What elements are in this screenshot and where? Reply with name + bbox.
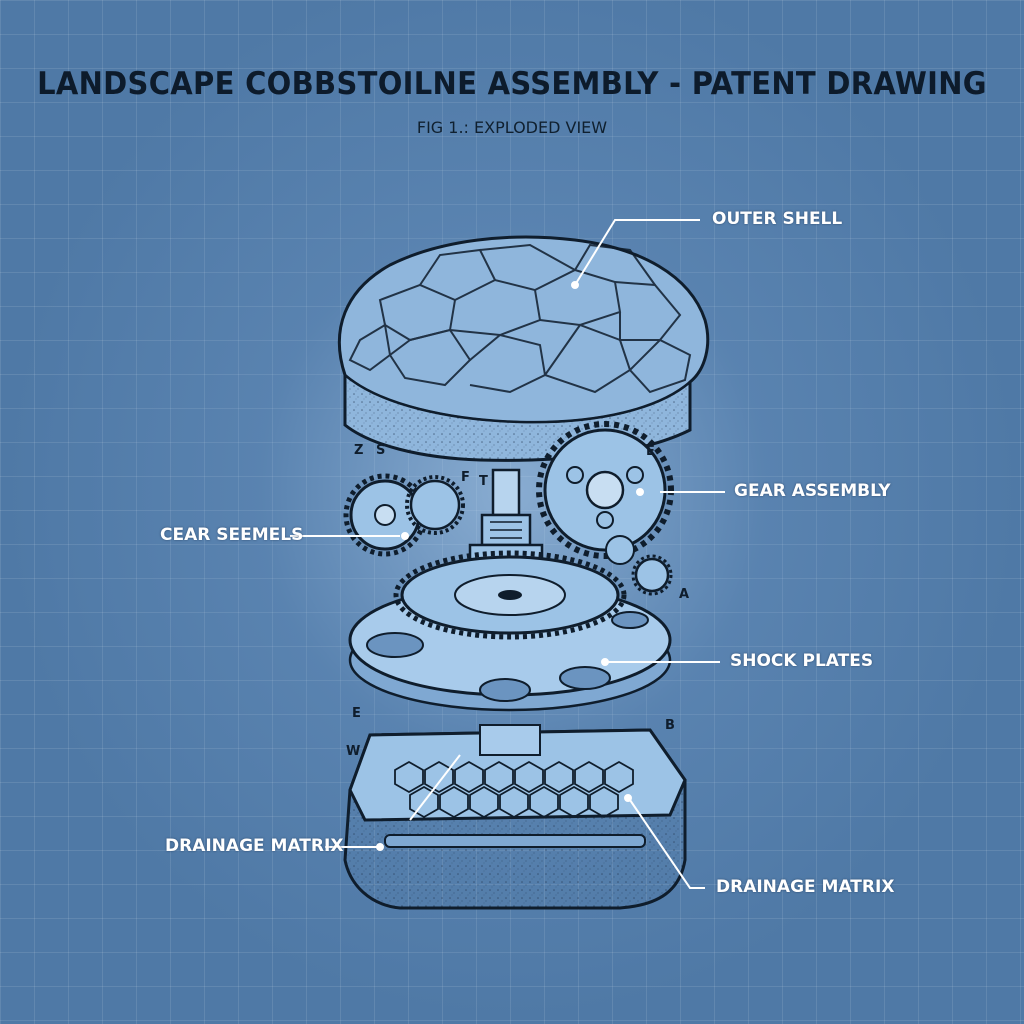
- callout-outer-shell: OUTER SHELL: [712, 209, 843, 229]
- callout-gear-assembly: GEAR ASSEMBLY: [734, 481, 891, 501]
- leader-lines: [290, 219, 725, 889]
- ref-letter-s: S: [376, 443, 386, 458]
- callout-drainage-matrix-left: DRAINAGE MATRIX: [165, 836, 344, 856]
- shock-plate-part: [348, 550, 672, 712]
- outer-shell-part: [337, 235, 710, 462]
- ref-letter-a: A: [679, 587, 690, 602]
- callout-shock-plates: SHOCK PLATES: [730, 651, 874, 671]
- callout-cear-seemels: CEAR SEEMELS: [160, 525, 304, 545]
- figure-subtitle: FIG 1.: EXPLODED VIEW: [416, 118, 608, 137]
- page-title: LANDSCAPE COBBSTOILNE ASSEMBLY - PATENT …: [37, 64, 987, 102]
- drainage-matrix-part: [343, 724, 687, 910]
- callout-drainage-matrix-right: DRAINAGE MATRIX: [716, 877, 895, 897]
- ref-letter-t: T: [479, 474, 488, 489]
- ref-letter-e-top: E: [646, 444, 655, 459]
- ref-letter-e-mid: E: [352, 706, 361, 721]
- ref-letter-z: Z: [354, 443, 364, 458]
- ref-letter-b: B: [665, 718, 675, 733]
- ref-letter-w: W: [346, 744, 361, 759]
- ref-letter-f: F: [461, 470, 470, 485]
